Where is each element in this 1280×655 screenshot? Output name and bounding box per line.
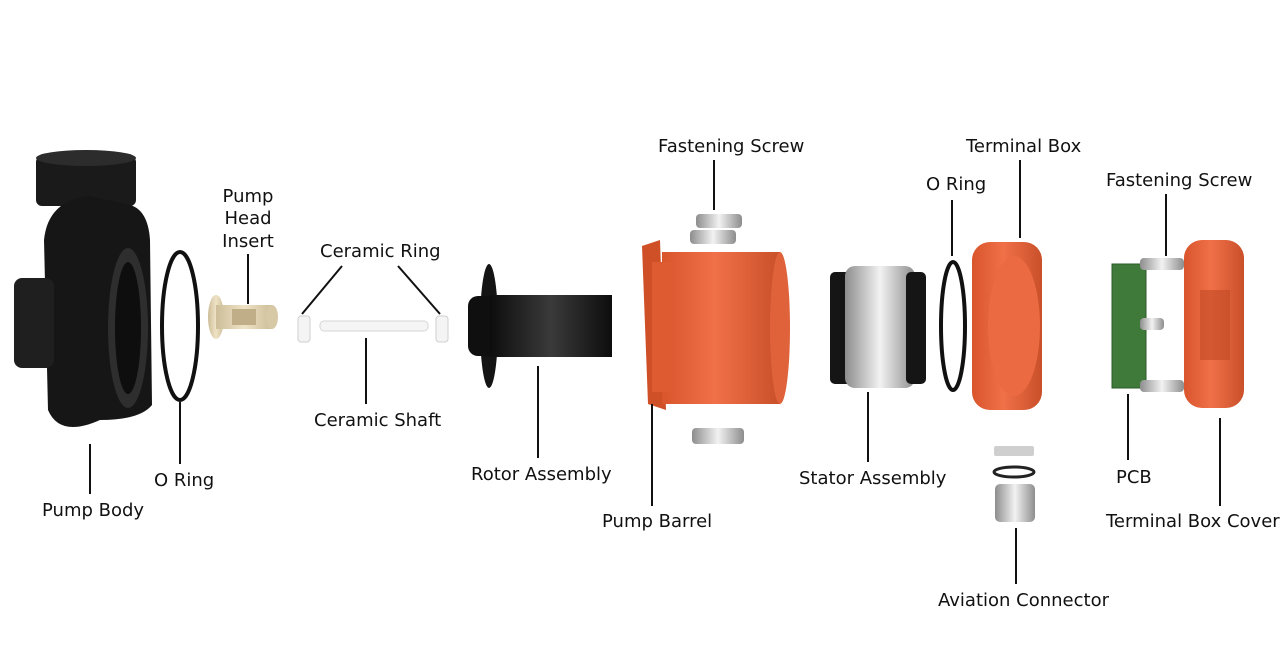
label-pump-head-insert-line-1: Pump [222, 186, 274, 207]
rotor-assembly-part [468, 264, 612, 388]
label-terminal-box-cover: Terminal Box Cover [1106, 511, 1280, 532]
terminal-box-part [972, 242, 1042, 410]
pcb-part [1111, 258, 1184, 392]
o-ring-2-part [939, 260, 967, 392]
leader-lines [89, 160, 1221, 584]
barrel-screws-part [690, 214, 744, 444]
pump-body-part [14, 150, 152, 428]
label-pump-head-insert-line-3: Insert [222, 231, 274, 252]
label-fastening-screw-2: Fastening Screw [1106, 170, 1253, 191]
label-fastening-screw-1: Fastening Screw [658, 136, 805, 157]
label-pump-barrel: Pump Barrel [602, 511, 713, 532]
aviation-connector-part [992, 446, 1036, 522]
o-ring-1-part [160, 250, 200, 402]
label-ceramic-ring: Ceramic Ring [320, 241, 441, 262]
label-rotor-assembly: Rotor Assembly [471, 464, 612, 485]
ceramic-parts [297, 315, 449, 343]
terminal-box-cover-part [1184, 240, 1244, 408]
label-pcb: PCB [1116, 467, 1152, 488]
pump-barrel-part [642, 240, 790, 410]
label-ceramic-shaft: Ceramic Shaft [314, 410, 442, 431]
label-aviation-connector: Aviation Connector [938, 590, 1109, 611]
stator-assembly-part [830, 266, 926, 388]
label-pump-head-insert-line-2: Head [224, 208, 272, 229]
label-o-ring-1: O Ring [154, 470, 215, 491]
pump-head-insert-part [208, 295, 278, 339]
label-o-ring-2: O Ring [926, 174, 987, 195]
label-stator-assembly: Stator Assembly [799, 468, 947, 489]
label-pump-body: Pump Body [42, 500, 145, 521]
label-terminal-box: Terminal Box [966, 136, 1082, 157]
